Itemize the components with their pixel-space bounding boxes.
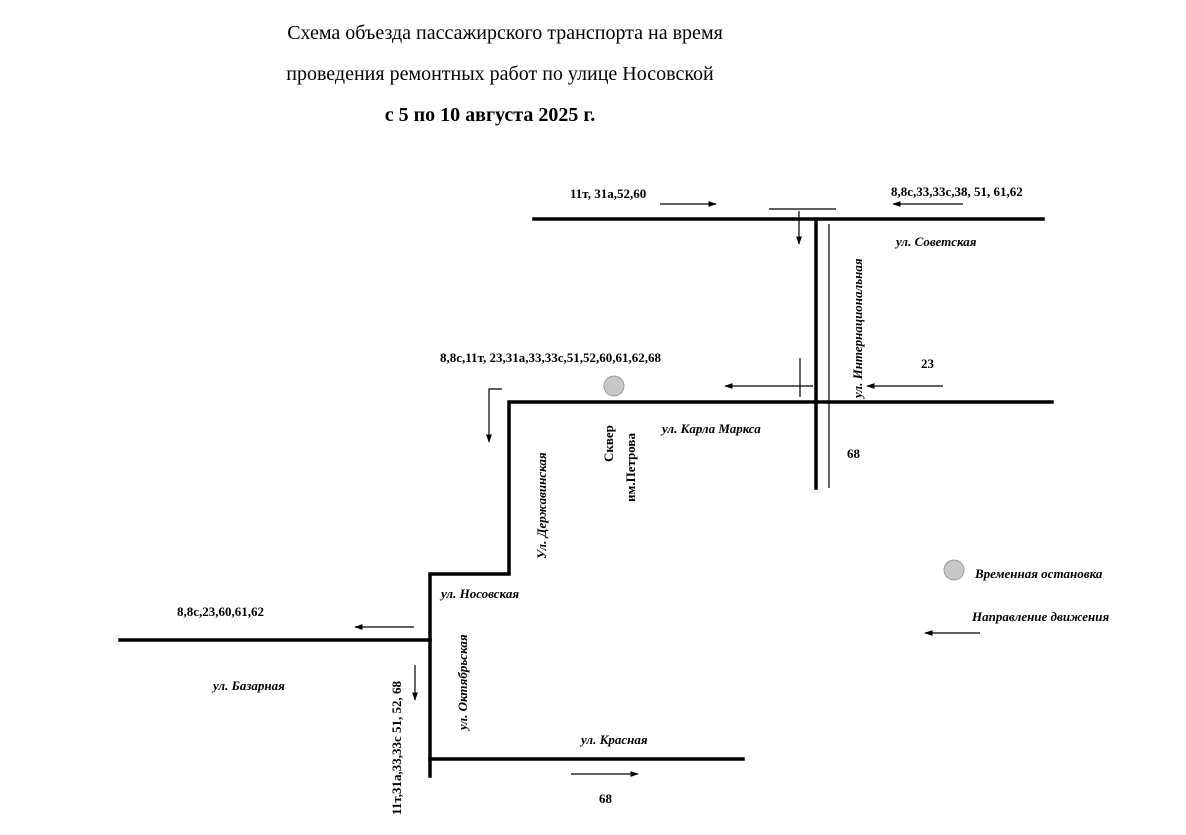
title-line-2: проведения ремонтных работ по улице Носо… <box>286 63 714 85</box>
street-label-karla-marksa: ул. Карла Маркса <box>660 421 761 436</box>
arrow-derzhavinskaya-south <box>486 388 502 443</box>
street-label-derzhavinskaya: Ул. Державинская <box>534 452 549 559</box>
route-label-karla-marksa-west: 8,8с,11т, 23,31а,33,33с,51,52,60,61,62,6… <box>440 350 661 365</box>
route-label-oktyabrskaya-south: 11т,31а,33,33с 51, 52, 68 <box>389 681 404 815</box>
title-dates: с 5 по 10 августа 2025 г. <box>385 104 595 126</box>
legend-direction-label: Направление движения <box>971 609 1109 624</box>
label-skver-line-1: Сквер <box>601 425 616 462</box>
route-label-bazarnaya-west: 8,8с,23,60,61,62 <box>177 604 264 619</box>
street-label-sovetskaya: ул. Советская <box>894 234 977 249</box>
street-label-internatsionalnaya: ул. Интернациональная <box>850 258 865 400</box>
route-label-internatsionalnaya-south: 68 <box>847 446 861 461</box>
route-label-sovetskaya-east: 11т, 31а,52,60 <box>570 186 646 201</box>
road-karla-marksa-derzhavinskaya-oktyabrskaya <box>428 400 1054 778</box>
route-label-sovetskaya-west: 8,8с,33,33с,38, 51, 61,62 <box>891 184 1023 199</box>
temporary-stop-marker <box>603 375 625 397</box>
route-label-krasnaya-east: 68 <box>599 791 613 806</box>
legend-stop-icon <box>943 559 965 581</box>
street-label-bazarnaya: ул. Базарная <box>211 678 285 693</box>
legend-stop-label: Временная остановка <box>974 566 1103 581</box>
street-label-krasnaya: ул. Красная <box>579 732 648 747</box>
label-skver-line-2: им.Петрова <box>623 433 638 502</box>
route-label-karla-marksa-incoming: 23 <box>921 356 935 371</box>
title-line-1: Схема объезда пассажирского транспорта н… <box>287 22 723 44</box>
street-label-oktyabrskaya: ул. Октябрьская <box>455 634 470 732</box>
street-label-nosovskaya: ул. Носовская <box>439 586 519 601</box>
